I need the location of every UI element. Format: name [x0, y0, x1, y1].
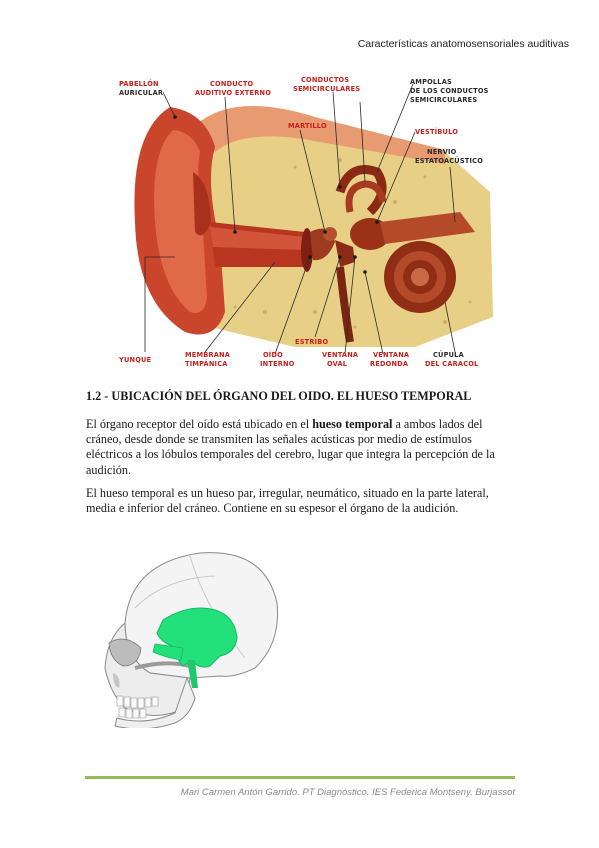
- label-cupula: CÚPULA: [433, 350, 465, 359]
- page-footer: Mari Carmen Antón Garrido. PT Diagnóstic…: [180, 787, 515, 798]
- label-yunque: YUNQUE: [118, 356, 152, 364]
- label-vestibulo: VESTÍBULO: [415, 127, 458, 136]
- label-pabellon-2: AURICULAR: [119, 89, 163, 97]
- skull-temporal-bone-illustration: [95, 548, 285, 728]
- label-cupula-2: DEL CARACOL: [425, 360, 479, 368]
- paragraph-2: El hueso temporal es un hueso par, irreg…: [86, 486, 489, 516]
- label-ampollas: AMPOLLAS: [410, 78, 452, 86]
- label-ventana-oval: VENTANA: [322, 351, 359, 359]
- paragraph-1-bold: hueso temporal: [312, 417, 393, 431]
- label-oido-interno-2: INTERNO: [260, 360, 295, 368]
- label-estribo: ESTRIBO: [295, 338, 329, 346]
- footer-rule: [85, 776, 515, 779]
- label-conductos-semicirculares: CONDUCTOS: [301, 76, 349, 84]
- label-ventana-redonda-2: REDONDA: [370, 360, 409, 368]
- paragraph-1-start: El órgano receptor del oído está ubicado…: [86, 417, 313, 431]
- label-ventana-redonda: VENTANA: [373, 351, 410, 359]
- label-oido-interno: OÍDO: [263, 350, 283, 359]
- label-membrana: MEMBRANA: [185, 351, 231, 359]
- paragraph-1-end: a ambos lados del cráneo, desde donde se…: [86, 417, 495, 477]
- ear-anatomy-illustration: PABELLÓN AURICULAR CONDUCTO AUDITIVO EXT…: [115, 72, 495, 377]
- label-ampollas-2: DE LOS CONDUCTOS: [410, 87, 489, 95]
- label-ampollas-3: SEMICIRCULARES: [410, 96, 477, 104]
- label-nervio-2: ESTATOACÚSTICO: [415, 156, 483, 165]
- label-pabellon: PABELLÓN: [119, 79, 159, 88]
- label-ventana-oval-2: OVAL: [327, 360, 348, 368]
- label-nervio: NERVIO: [427, 148, 457, 156]
- label-conducto-auditivo-2: AUDITIVO EXTERNO: [195, 89, 271, 97]
- paragraph-1: El órgano receptor del oído está ubicado…: [86, 417, 506, 478]
- page-header: Características anatomosensoriales audit…: [357, 38, 569, 50]
- label-membrana-2: TIMPÁNICA: [185, 359, 228, 368]
- label-conducto-auditivo: CONDUCTO: [210, 80, 254, 88]
- label-conductos-semicirculares-2: SEMICIRCULARES: [293, 85, 360, 93]
- label-martillo: MARTILLO: [288, 122, 327, 130]
- section-title: 1.2 - UBICACIÓN DEL ÓRGANO DEL OIDO. EL …: [86, 389, 472, 403]
